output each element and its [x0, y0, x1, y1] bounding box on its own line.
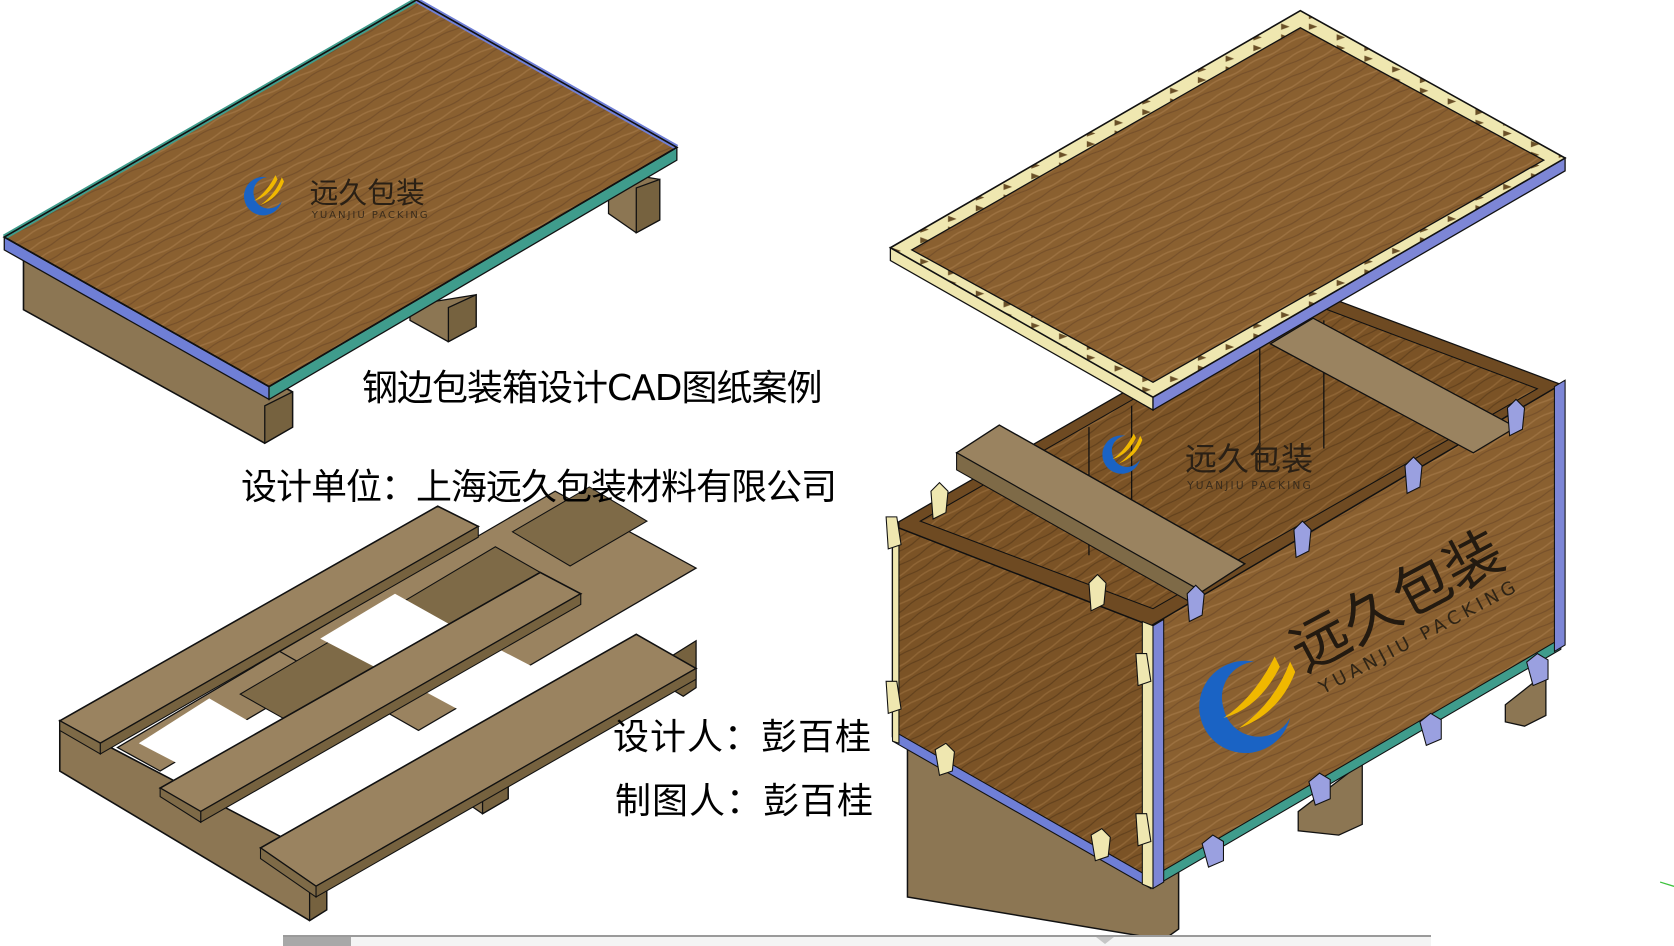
design-unit-label: 设计单位：	[241, 467, 417, 508]
bottom-scrollbar[interactable]	[283, 935, 1431, 946]
drawing-title: 钢边包装箱设计CAD图纸案例	[362, 371, 822, 407]
scrollbar-tab[interactable]	[283, 937, 351, 946]
watermark-cn-2: 远久包装	[1185, 440, 1313, 478]
designer-value: 彭百桂	[761, 717, 873, 758]
drafter: 制图人：彭百桂	[615, 784, 874, 820]
stray-green-mark	[1659, 881, 1674, 887]
drafter-value: 彭百桂	[763, 781, 875, 822]
design-unit-value: 上海远久包装材料有限公司	[416, 467, 837, 508]
drawing-title-text: 钢边包装箱设计CAD图纸案例	[362, 368, 822, 409]
base-plate-view	[2, 0, 679, 445]
designer: 设计人：彭百桂	[613, 720, 872, 756]
design-unit: 设计单位：上海远久包装材料有限公司	[241, 467, 837, 508]
drafter-label: 制图人：	[615, 781, 764, 822]
steel-edge-box-view	[885, 9, 1567, 941]
pallet-view	[58, 486, 698, 922]
watermark-en-2: YUANJIU PACKING	[1186, 479, 1313, 492]
watermark-cn-1: 远久包装	[310, 176, 425, 210]
watermark-en-1: YUANJIU PACKING	[311, 210, 430, 221]
designer-label: 设计人：	[613, 717, 762, 758]
scroll-marker	[1096, 937, 1114, 944]
